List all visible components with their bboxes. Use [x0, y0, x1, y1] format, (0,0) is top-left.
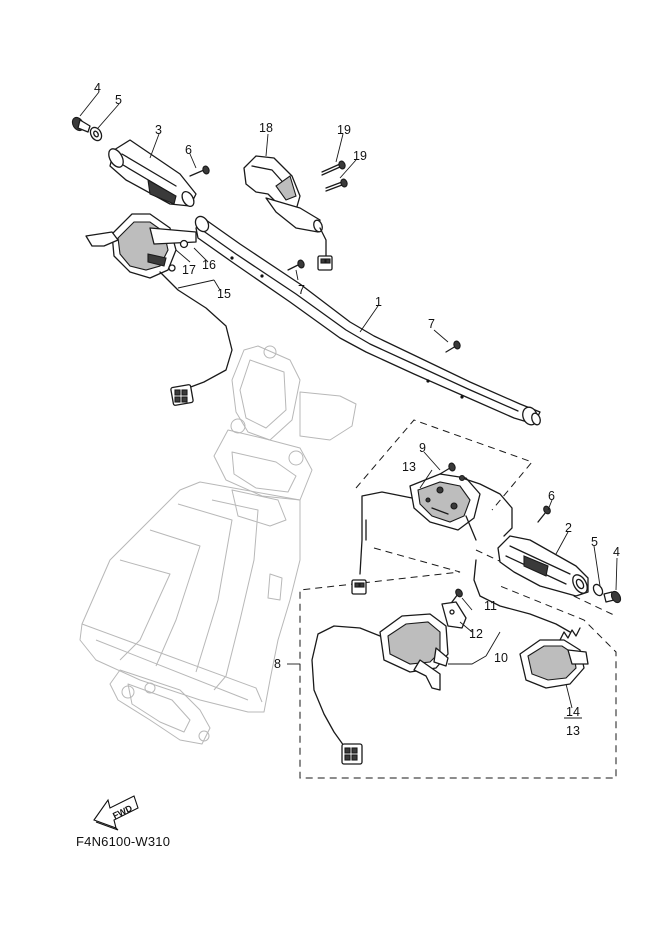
callout-7-right: 7 — [428, 317, 435, 331]
callout-17: 17 — [182, 263, 196, 277]
right-end-bolt — [603, 590, 622, 604]
screw-7-upper — [287, 259, 305, 271]
screw-upper-left — [189, 165, 210, 177]
callout-4-left: 4 — [94, 81, 101, 95]
right-grip — [497, 535, 589, 597]
screw-7-right — [445, 340, 461, 353]
callout-5-left: 5 — [115, 93, 122, 107]
callout-6-left: 6 — [185, 143, 192, 157]
callout-7-upper: 7 — [298, 283, 305, 297]
callout-10: 10 — [494, 651, 508, 665]
callout-16: 16 — [202, 258, 216, 272]
left-washer — [89, 126, 103, 142]
left-switch-housing — [85, 213, 233, 406]
callout-6-right: 6 — [548, 489, 555, 503]
steering-column-ghost — [79, 345, 357, 745]
callout-9: 9 — [419, 441, 426, 455]
callout-13-upper: 13 — [402, 460, 416, 474]
callout-11: 11 — [484, 599, 497, 613]
screw-9 — [439, 462, 456, 475]
callout-15: 15 — [217, 287, 231, 301]
right-washer — [592, 583, 604, 597]
callout-14: 14 — [566, 705, 580, 719]
callout-13-lower: 13 — [566, 724, 580, 738]
callout-5-right: 5 — [591, 535, 598, 549]
callout-8: 8 — [274, 657, 281, 671]
leader-lines — [79, 91, 618, 719]
callout-19-upper: 19 — [337, 123, 351, 137]
callout-19-lower: 19 — [353, 149, 367, 163]
callout-3: 3 — [155, 123, 162, 137]
callout-4-right: 4 — [613, 545, 620, 559]
left-grip — [108, 139, 197, 208]
throttle-cover — [473, 559, 589, 689]
right-switch-assembly — [351, 473, 513, 595]
throttle-lever-assembly — [311, 588, 467, 765]
screw-6-right — [537, 505, 551, 523]
callout-2: 2 — [565, 521, 572, 535]
left-end-bolt — [71, 116, 91, 133]
diagram-code: F4N6100-W310 — [76, 834, 171, 849]
callout-18: 18 — [259, 121, 273, 135]
callout-labels: 4 5 3 6 18 19 19 17 16 15 7 1 7 9 13 6 2… — [94, 81, 620, 738]
holder-screw-lower — [325, 178, 348, 192]
callout-12: 12 — [469, 627, 483, 641]
fwd-arrow-icon: FWD — [93, 795, 139, 831]
handlebar-holder — [243, 155, 333, 271]
holder-screw-upper — [321, 160, 346, 176]
callout-1: 1 — [375, 295, 382, 309]
handlebar — [194, 215, 541, 426]
